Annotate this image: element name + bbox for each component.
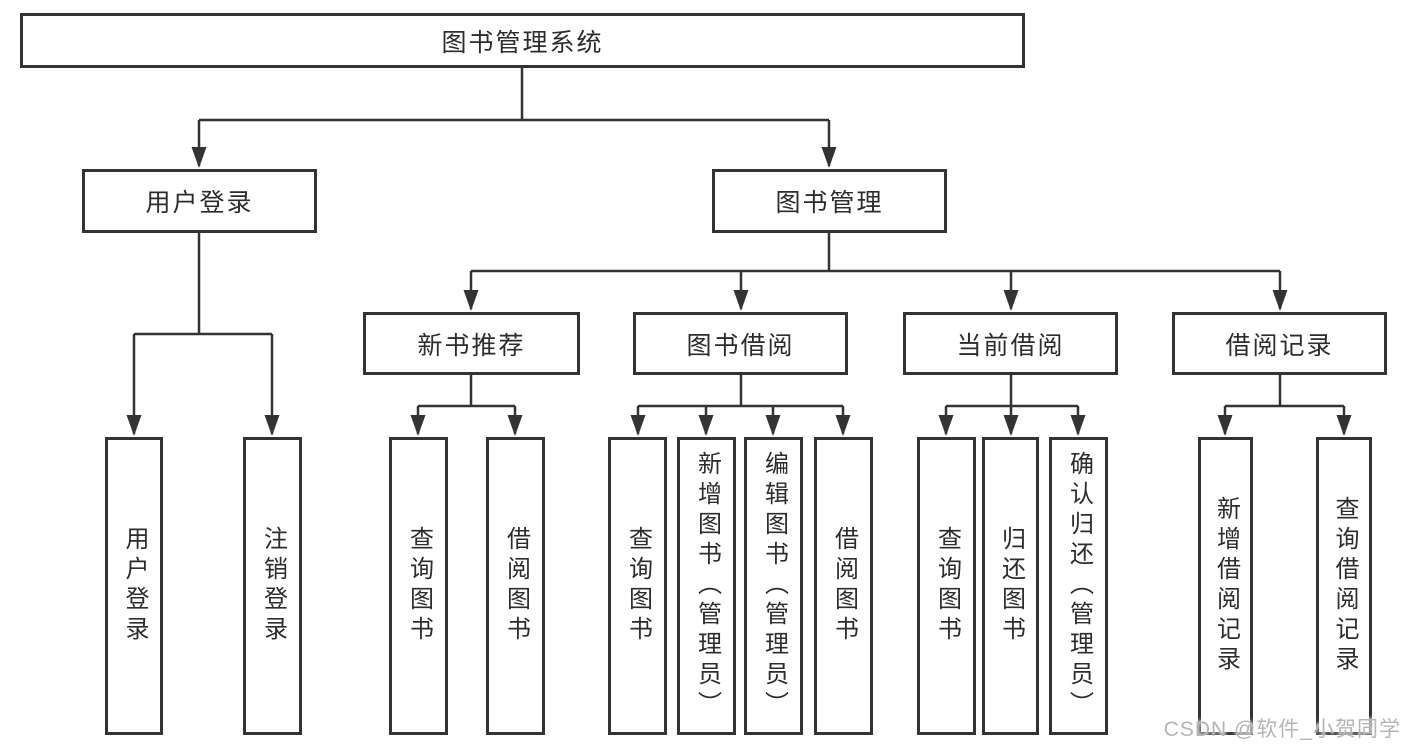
leaf-return-books: 归还图书 xyxy=(982,437,1039,735)
node-book-management-module-label: 图书管理 xyxy=(775,189,884,217)
connector-lines xyxy=(132,68,1346,434)
node-book-borrowing-label: 图书借阅 xyxy=(686,331,795,360)
leaf-borrow-books-recommend: 借阅图书 xyxy=(486,437,545,735)
node-borrowing-records-label: 借阅记录 xyxy=(1225,331,1334,360)
node-library-system-label: 图书管理系统 xyxy=(441,28,604,57)
node-current-borrowing-label: 当前借阅 xyxy=(956,331,1065,360)
leaf-add-books-admin: 新增图书（管理员） xyxy=(677,437,736,735)
node-book-management-module: 图书管理 xyxy=(712,169,947,233)
leaf-edit-books-admin: 编辑图书（管理员） xyxy=(744,437,803,735)
leaf-query-borrow-record-label: 查询借阅记录 xyxy=(1331,496,1358,676)
node-book-borrowing: 图书借阅 xyxy=(633,312,848,375)
leaf-user-login: 用户登录 xyxy=(105,437,163,735)
leaf-query-books-recommend: 查询图书 xyxy=(389,437,448,735)
leaf-add-borrow-record: 新增借阅记录 xyxy=(1198,437,1253,735)
leaf-query-borrow-record: 查询借阅记录 xyxy=(1316,437,1372,735)
leaf-add-books-admin-label: 新增图书（管理员） xyxy=(693,451,721,721)
leaf-query-books-current: 查询图书 xyxy=(917,437,976,735)
node-new-book-recommendation: 新书推荐 xyxy=(363,312,580,375)
leaf-query-books-current-label: 查询图书 xyxy=(933,526,961,646)
leaf-confirm-return-admin-label: 确认归还（管理员） xyxy=(1065,451,1093,721)
leaf-borrow-books: 借阅图书 xyxy=(814,437,873,735)
node-borrowing-records: 借阅记录 xyxy=(1172,312,1387,375)
leaf-query-books-borrow-label: 查询图书 xyxy=(624,526,652,646)
node-user-login-module: 用户登录 xyxy=(82,169,317,233)
node-user-login-module-label: 用户登录 xyxy=(145,189,254,217)
node-new-book-recommendation-label: 新书推荐 xyxy=(417,331,526,360)
leaf-user-login-label: 用户登录 xyxy=(121,526,148,646)
leaf-logout: 注销登录 xyxy=(243,437,302,735)
leaf-return-books-label: 归还图书 xyxy=(997,526,1025,646)
arrowhead-icons xyxy=(126,147,1352,436)
leaf-borrow-books-label: 借阅图书 xyxy=(830,526,858,646)
leaf-borrow-books-recommend-label: 借阅图书 xyxy=(502,526,530,646)
leaf-logout-label: 注销登录 xyxy=(259,526,287,646)
leaf-edit-books-admin-label: 编辑图书（管理员） xyxy=(760,451,788,721)
node-library-system: 图书管理系统 xyxy=(20,13,1025,68)
node-current-borrowing: 当前借阅 xyxy=(903,312,1118,375)
leaf-query-books-recommend-label: 查询图书 xyxy=(405,526,433,646)
leaf-confirm-return-admin: 确认归还（管理员） xyxy=(1049,437,1108,735)
leaf-query-books-borrow: 查询图书 xyxy=(608,437,667,735)
leaf-add-borrow-record-label: 新增借阅记录 xyxy=(1212,496,1240,676)
